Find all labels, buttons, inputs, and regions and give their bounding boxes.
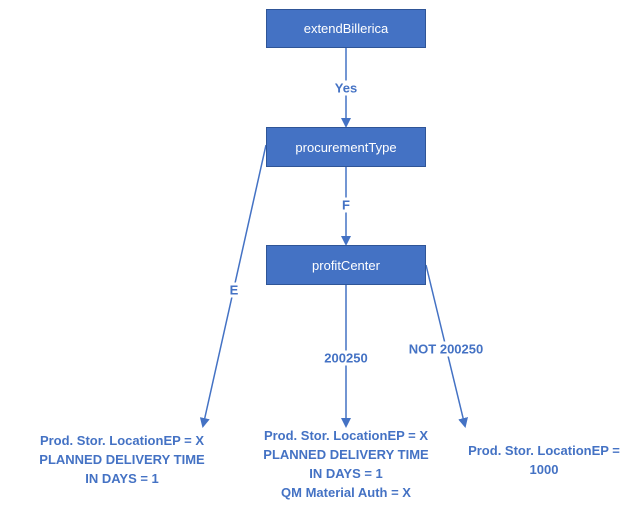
node-procurementtype: procurementType: [266, 127, 426, 167]
edge-label-200250: 200250: [322, 350, 370, 366]
edge-label-f: F: [340, 197, 352, 213]
node-extendbillerica: extendBillerica: [266, 9, 426, 48]
leaf-middle-outcome: Prod. Stor. LocationEP = X PLANNED DELIV…: [236, 426, 456, 502]
leaf-right-line: 1000: [529, 462, 559, 477]
leaf-left-line: PLANNED DELIVERY TIME: [39, 452, 205, 467]
node-profitcenter: profitCenter: [266, 245, 426, 285]
leaf-middle-line: QM Material Auth = X: [281, 485, 411, 500]
node-profitcenter-label: profitCenter: [312, 257, 380, 273]
leaf-left-outcome: Prod. Stor. LocationEP = X PLANNED DELIV…: [12, 431, 232, 488]
edge-label-e: E: [227, 282, 241, 298]
leaf-left-line: Prod. Stor. LocationEP = X: [39, 433, 205, 448]
leaf-middle-line: PLANNED DELIVERY TIME: [263, 447, 429, 462]
leaf-middle-line: IN DAYS = 1: [309, 466, 383, 481]
leaf-right-outcome: Prod. Stor. LocationEP = 1000: [450, 441, 638, 479]
node-procurementtype-label: procurementType: [295, 139, 397, 155]
leaf-left-line: IN DAYS = 1: [85, 471, 159, 486]
edge-label-yes: Yes: [332, 80, 360, 96]
leaf-right-line: Prod. Stor. LocationEP =: [468, 443, 620, 458]
edge-label-not-200250: NOT 200250: [406, 341, 486, 357]
leaf-middle-line: Prod. Stor. LocationEP = X: [263, 428, 429, 443]
node-extendbillerica-label: extendBillerica: [303, 21, 389, 36]
